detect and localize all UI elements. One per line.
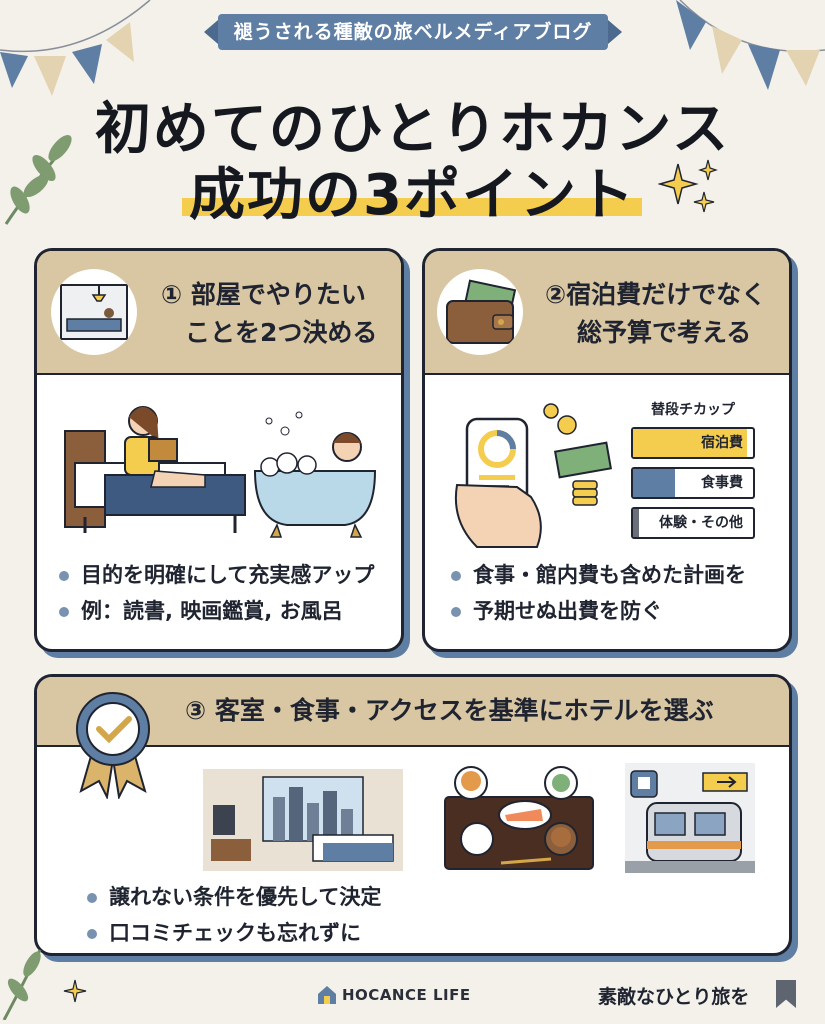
bedroom-icon <box>51 269 137 355</box>
budget-bar-fill <box>633 429 747 457</box>
budget-bar-meals: 食事費 <box>631 467 755 499</box>
hotel-room-illustration <box>203 769 403 871</box>
train-station-illustration <box>625 763 755 873</box>
list-item: 目的を明確にして充実感アップ <box>55 557 374 593</box>
footer-tagline: 素敵なひとり旅を <box>598 986 750 1008</box>
budget-chart-label: 替段チカップ <box>651 402 735 418</box>
budget-bar-lodging: 宿泊費 <box>631 427 755 459</box>
list-item: 例：読書, 映画鑑賞, お風呂 <box>55 593 374 629</box>
smartphone-budget-illustration <box>454 403 613 548</box>
point-card-3: ③ 客室・食事・アクセスを基準にホテルを選ぶ <box>34 674 792 956</box>
blog-banner: 褪うされる種敵の旅ベルメディアブログ <box>204 14 622 50</box>
card-2-title-line2: 総予算で考える <box>577 318 752 347</box>
budget-bar-fill <box>633 509 639 537</box>
footer-logo: HOCANCE LIFE <box>342 986 471 1004</box>
card-3-header: ③ 客室・食事・アクセスを基準にホテルを選ぶ <box>37 677 789 747</box>
budget-bar-fill <box>633 469 675 497</box>
card-2-bullets: 食事・館内費も含めた計画を 予期せぬ出費を防ぐ <box>447 557 746 629</box>
point-card-2: ②宿泊費だけでなく 総予算で考える 替段チカップ 宿泊費 食事費 体験・その他 <box>422 248 792 652</box>
card-1-title-line2: ことを2つ決める <box>185 318 378 347</box>
card-1-title-line1: ① 部屋でやりたい <box>161 280 366 309</box>
reading-bath-illustration <box>64 406 377 538</box>
wallet-icon <box>437 269 523 355</box>
meal-tray-illustration <box>444 766 594 870</box>
bunting-decoration <box>0 0 825 96</box>
sparkle-icon <box>658 159 718 213</box>
bookmark-icon[interactable] <box>776 980 796 1008</box>
leaf-branch-icon <box>2 949 42 1020</box>
sparkle-icon <box>63 979 87 1003</box>
list-item: 予期せぬ出費を防ぐ <box>447 593 746 629</box>
list-item: 食事・館内費も含めた計画を <box>447 557 746 593</box>
hotel-logo-icon <box>318 986 336 1004</box>
point-card-1: ① 部屋でやりたい ことを2つ決める 目的を明確にして充実感アップ 例：読書, … <box>34 248 404 652</box>
card-2-title-line1: ②宿泊費だけでなく <box>545 280 767 309</box>
budget-bar-other: 体験・その他 <box>631 507 755 539</box>
list-item: 譲れない条件を優先して決定 <box>83 879 381 915</box>
card-2-header: ②宿泊費だけでなく 総予算で考える <box>425 251 789 375</box>
page-title-line1: 初めてのひとりホカンス <box>94 97 731 162</box>
page-title-line2: 成功の3ポイント <box>189 163 636 228</box>
card-3-bullets: 譲れない条件を優先して決定 口コミチェックも忘れずに <box>83 879 381 951</box>
leaf-branch-icon <box>4 134 72 225</box>
list-item: 口コミチェックも忘れずに <box>83 915 381 951</box>
card-3-title: ③ 客室・食事・アクセスを基準にホテルを選ぶ <box>185 696 714 725</box>
award-ribbon-icon <box>76 692 150 799</box>
card-1-bullets: 目的を明確にして充実感アップ 例：読書, 映画鑑賞, お風呂 <box>55 557 374 629</box>
card-1-header: ① 部屋でやりたい ことを2つ決める <box>37 251 401 375</box>
budget-chart: 替段チカップ 宿泊費 食事費 体験・その他 <box>631 397 755 539</box>
title-highlight <box>182 198 642 216</box>
